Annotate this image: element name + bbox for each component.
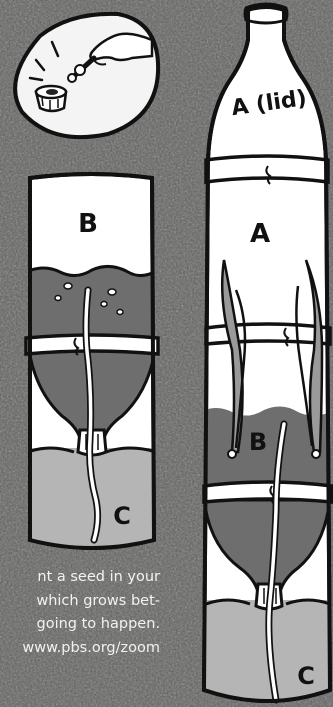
caption-line-4: www.pbs.org/zoom [0, 637, 160, 661]
label-c-right: C [297, 662, 315, 690]
label-c-left: C [113, 502, 131, 530]
label-b-left: B [78, 209, 98, 239]
caption-line-1: nt a seed in your [0, 566, 160, 590]
left-bottle: B C [20, 174, 170, 558]
cap-hole-inset [15, 14, 158, 137]
label-a-right: A [250, 219, 270, 249]
caption-line-2: which grows bet- [0, 590, 160, 614]
label-b-right: B [249, 428, 267, 456]
caption-line-3: going to happen. [0, 613, 160, 637]
bottle-cap-icon [36, 86, 66, 111]
right-bottle: A (lid) A B C [196, 4, 333, 707]
instructions-caption: nt a seed in your which grows bet- going… [0, 566, 160, 660]
